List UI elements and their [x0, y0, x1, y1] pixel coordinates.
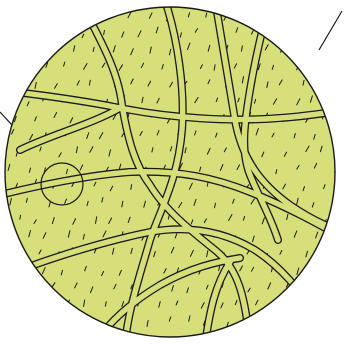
texture-mark [29, 271, 31, 275]
texture-mark [19, 49, 21, 53]
texture-mark [246, 11, 248, 17]
texture-mark [339, 114, 340, 119]
texture-mark [63, 29, 65, 35]
texture-mark [46, 28, 48, 32]
texture-mark [273, 301, 276, 306]
texture-mark [297, 304, 299, 309]
texture-mark [53, 47, 54, 51]
texture-mark [267, 319, 268, 324]
texture-mark [312, 31, 313, 35]
texture-mark [26, 301, 28, 305]
texture-mark [306, 48, 308, 52]
texture-mark [306, 12, 308, 17]
texture-mark [308, 267, 311, 273]
texture-mark [338, 284, 339, 289]
texture-mark [92, 319, 95, 324]
texture-mark [276, 29, 279, 33]
texture-mark [7, 304, 9, 309]
texture-mark [5, 96, 7, 101]
texture-mark [47, 302, 50, 307]
texture-mark [11, 62, 13, 67]
texture-mark [279, 12, 281, 18]
texture-mark [59, 318, 62, 324]
texture-mark [336, 81, 338, 85]
texture-mark [294, 28, 297, 33]
texture-mark [282, 319, 285, 323]
texture-mark [328, 302, 330, 307]
texture-mark [6, 270, 8, 274]
texture-mark [109, 9, 110, 16]
texture-mark [21, 288, 22, 292]
texture-mark [18, 82, 20, 86]
texture-mark [335, 198, 337, 205]
texture-mark [30, 31, 32, 37]
texture-mark [313, 65, 315, 69]
texture-mark [6, 30, 7, 36]
texture-mark [75, 11, 78, 16]
texture-mark [56, 13, 57, 18]
texture-mark [322, 250, 324, 256]
texture-mark [333, 236, 335, 241]
texture-mark [9, 231, 11, 237]
texture-mark [328, 269, 331, 274]
texture-mark [30, 66, 32, 70]
texture-mark [104, 30, 105, 34]
texture-mark [334, 98, 335, 103]
texture-mark [306, 315, 308, 321]
texture-mark [76, 320, 79, 326]
texture-mark [33, 51, 35, 55]
texture-mark [33, 322, 34, 326]
texture-mark [331, 32, 332, 37]
texture-mark [340, 214, 342, 220]
texture-mark [34, 283, 37, 288]
texture-mark [341, 318, 343, 323]
texture-mark [17, 15, 19, 19]
texture-mark [94, 11, 96, 16]
texture-mark [314, 300, 316, 305]
texture-mark [303, 284, 306, 290]
texture-mark [338, 49, 340, 54]
texture-mark [14, 250, 16, 254]
texture-mark [261, 12, 264, 17]
texture-mark [321, 15, 323, 20]
texture-mark [334, 65, 336, 70]
texture-mark [340, 253, 341, 259]
texture-mark [339, 153, 341, 157]
texture-mark [337, 181, 340, 186]
texture-mark [318, 318, 321, 323]
texture-mark [318, 283, 320, 288]
texture-mark [17, 318, 19, 323]
leader-line-top-right [319, 11, 342, 50]
texture-mark [322, 78, 324, 84]
texture-mark [36, 14, 37, 18]
